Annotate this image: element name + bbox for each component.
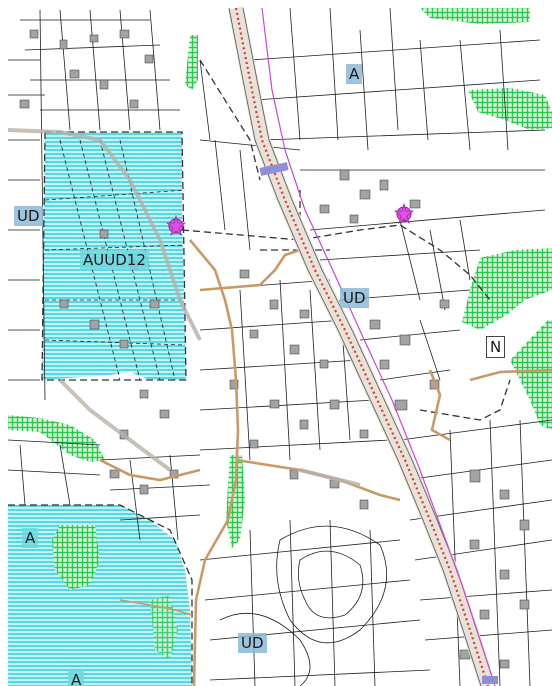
zone-label-ud-south: UD: [238, 633, 267, 653]
zone-label-ud-center: UD: [340, 288, 369, 308]
star-marker-icon[interactable]: [393, 202, 415, 225]
zone-label-a-north: A: [346, 64, 363, 84]
zone-boundaries: [8, 59, 511, 686]
road-outlines: [7, 128, 361, 487]
parcel-lines: [7, 7, 552, 686]
zone-label-ud-west: UD: [14, 206, 43, 226]
main-road: [228, 6, 498, 686]
buildings: [19, 29, 530, 669]
zone-label-a-bottom: A: [68, 670, 85, 686]
star-marker-icon[interactable]: [165, 214, 187, 237]
green-zones: [8, 8, 552, 660]
zone-label-auud12: AUUD12: [80, 250, 149, 270]
zone-label-a-southwest: A: [22, 528, 39, 548]
zone-label-n-east: N: [486, 336, 506, 358]
